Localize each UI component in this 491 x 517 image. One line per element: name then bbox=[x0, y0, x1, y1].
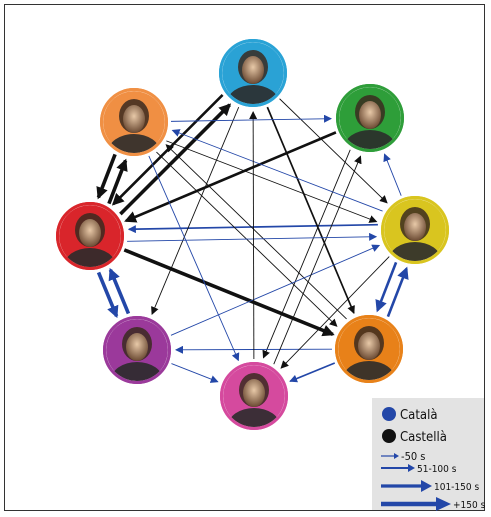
edge-right-to-bottom_right bbox=[375, 261, 398, 313]
edge-bottom-to-top_right bbox=[273, 155, 362, 365]
edge-bottom-to-top bbox=[249, 110, 258, 360]
edge-top_right-to-bottom bbox=[262, 149, 351, 359]
edges-layer bbox=[96, 94, 409, 383]
person-photo-icon bbox=[339, 87, 401, 149]
edge-left-to-top bbox=[119, 103, 232, 216]
legend-catala-dot bbox=[382, 407, 396, 421]
edge-left-to-top_left bbox=[107, 158, 128, 205]
person-photo-icon bbox=[223, 365, 285, 427]
node-bottom[interactable] bbox=[220, 362, 288, 444]
edge-top_left-to-bottom bbox=[148, 155, 240, 362]
edge-top_left-to-right bbox=[166, 140, 378, 223]
legend-duration-2: 51-100 s bbox=[417, 464, 457, 475]
person-photo-icon bbox=[222, 42, 284, 104]
edge-bottom_left-to-left bbox=[108, 267, 131, 315]
node-top[interactable] bbox=[219, 39, 287, 121]
person-photo-icon bbox=[59, 205, 121, 267]
node-top_right[interactable] bbox=[336, 84, 404, 166]
edge-top-to-bottom_left bbox=[151, 106, 240, 315]
legend-arrowhead-1 bbox=[394, 453, 399, 459]
legend-arrowhead-2 bbox=[408, 464, 415, 472]
edge-bottom_left-to-right bbox=[170, 244, 381, 336]
edge-right-to-top_right bbox=[383, 153, 402, 196]
person-photo-icon bbox=[106, 319, 168, 381]
nodes-layer bbox=[56, 39, 449, 444]
node-bottom_left[interactable] bbox=[103, 316, 171, 398]
edge-top-to-bottom_right bbox=[266, 106, 355, 314]
legend-arrowhead-4 bbox=[436, 497, 451, 511]
edge-bottom_right-to-bottom bbox=[289, 362, 336, 383]
legend-castella-dot bbox=[382, 429, 396, 443]
legend-arrowhead-3 bbox=[421, 480, 432, 492]
legend-duration-3: 101-150 s bbox=[434, 482, 479, 493]
node-left[interactable] bbox=[56, 202, 124, 284]
node-bottom_right[interactable] bbox=[335, 315, 403, 397]
person-photo-icon bbox=[338, 318, 400, 380]
edge-top_left-to-top_right bbox=[170, 114, 333, 123]
person-photo-icon bbox=[384, 199, 446, 261]
person-photo-icon bbox=[103, 91, 165, 153]
legend-duration-4: +150 s bbox=[453, 500, 486, 511]
legend-castella-label: Castellà bbox=[400, 430, 447, 445]
edge-left-to-bottom_left bbox=[96, 271, 119, 319]
edge-bottom_right-to-top_left bbox=[165, 144, 347, 320]
edge-right-to-bottom bbox=[280, 256, 390, 369]
edge-bottom_right-to-right bbox=[386, 266, 409, 318]
edge-top-to-right bbox=[279, 98, 388, 204]
node-top_left[interactable] bbox=[100, 88, 168, 170]
edge-top_left-to-left bbox=[96, 153, 117, 200]
edge-left-to-right bbox=[127, 232, 378, 242]
edge-top_right-to-left bbox=[124, 131, 337, 223]
legend-duration-1: -50 s bbox=[401, 450, 425, 463]
edge-left-to-bottom_right bbox=[123, 248, 335, 337]
node-right[interactable] bbox=[381, 196, 449, 278]
edge-right-to-top_left bbox=[171, 129, 383, 212]
edge-bottom_left-to-bottom bbox=[171, 363, 219, 383]
legend-catala-label: Català bbox=[400, 408, 438, 423]
